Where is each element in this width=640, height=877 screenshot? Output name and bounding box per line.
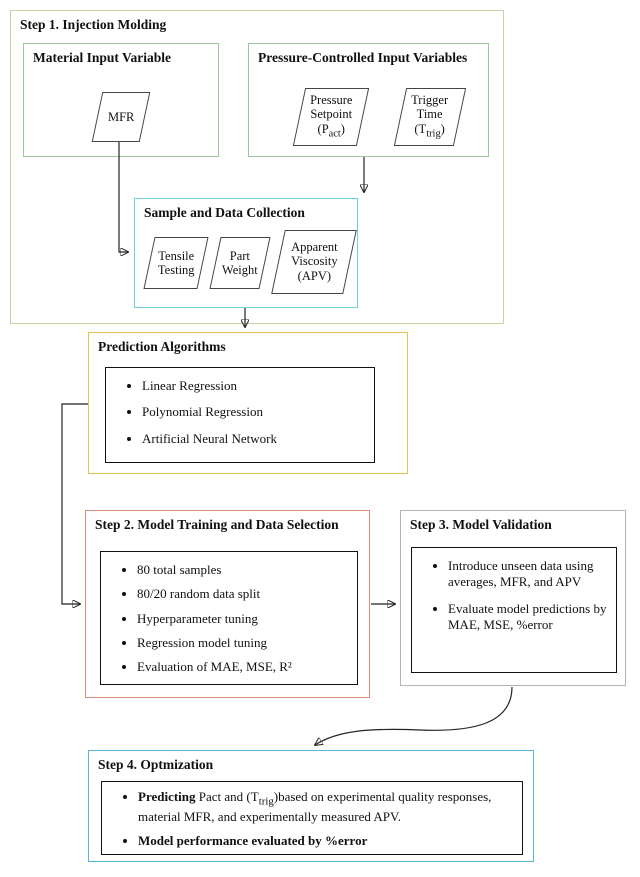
step1-injection-molding-box: Step 1. Injection Molding Material Input… — [10, 10, 504, 324]
bullet-item: Introduce unseen data using averages, MF… — [448, 558, 608, 591]
prediction-algorithms-box: Prediction Algorithms Linear Regression … — [88, 332, 408, 474]
step4-bullet-list: Predicting Pact and (Ttrig)based on expe… — [102, 789, 522, 850]
step3-bullet-list: Introduce unseen data using averages, MF… — [412, 558, 616, 633]
step3-list-box: Introduce unseen data using averages, MF… — [411, 547, 617, 673]
bullet-item: Predicting Pact and (Ttrig)based on expe… — [138, 789, 514, 825]
step2-bullet-list: 80 total samples 80/20 random data split… — [101, 562, 357, 675]
step4-box: Step 4. Optmization Predicting Pact and … — [88, 750, 534, 862]
bullet-item: Model performance evaluated by %error — [138, 833, 514, 849]
mfr-label: MFR — [107, 109, 135, 124]
step3-title: Step 3. Model Validation — [410, 517, 552, 532]
step2-list-box: 80 total samples 80/20 random data split… — [100, 551, 358, 685]
prediction-bullet-list: Linear Regression Polynomial Regression … — [106, 378, 374, 447]
bullet-item: Hyperparameter tuning — [137, 611, 349, 627]
step4-title: Step 4. Optmization — [98, 757, 214, 772]
material-input-title: Material Input Variable — [33, 50, 172, 65]
step1-title: Step 1. Injection Molding — [20, 17, 167, 32]
step2-box: Step 2. Model Training and Data Selectio… — [85, 510, 370, 698]
sample-data-collection-title: Sample and Data Collection — [144, 205, 305, 220]
bullet-item: Evaluation of MAE, MSE, R² — [137, 659, 349, 675]
bullet-item: Artificial Neural Network — [142, 431, 366, 447]
bullet-item: 80/20 random data split — [137, 586, 349, 602]
bullet-item: 80 total samples — [137, 562, 349, 578]
step3-box: Step 3. Model Validation Introduce unsee… — [400, 510, 626, 686]
prediction-algorithms-list-box: Linear Regression Polynomial Regression … — [105, 367, 375, 463]
prediction-algorithms-title: Prediction Algorithms — [98, 339, 226, 354]
bullet-item: Evaluate model predictions by MAE, MSE, … — [448, 601, 608, 634]
step2-title: Step 2. Model Training and Data Selectio… — [95, 517, 339, 532]
pressure-input-title: Pressure-Controlled Input Variables — [258, 50, 468, 65]
bullet-item: Polynomial Regression — [142, 404, 366, 420]
material-input-box: Material Input Variable MFR — [23, 43, 219, 157]
pressure-input-box: Pressure-Controlled Input Variables Pres… — [248, 43, 489, 157]
step4-list-box: Predicting Pact and (Ttrig)based on expe… — [101, 781, 523, 855]
bullet-item: Regression model tuning — [137, 635, 349, 651]
bullet-item: Linear Regression — [142, 378, 366, 394]
mfr-parallelogram: MFR — [91, 92, 151, 142]
